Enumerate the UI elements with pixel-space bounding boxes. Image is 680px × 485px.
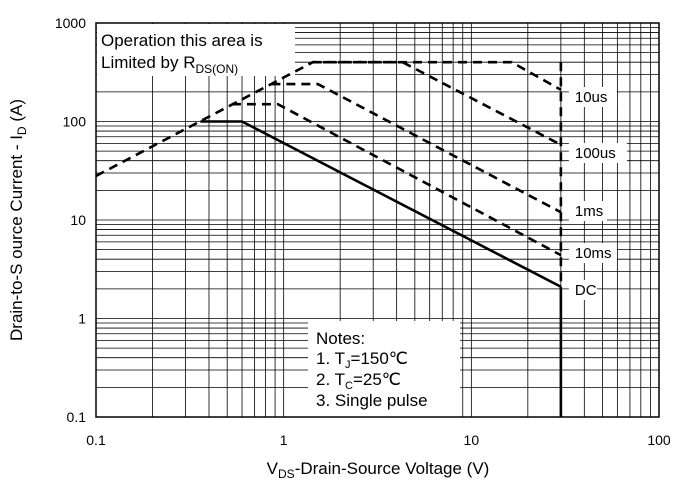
x-tick-label: 10 (464, 432, 480, 448)
series-label-backgrounds (568, 87, 627, 300)
series-label-1ms: 1ms (575, 203, 603, 220)
rds-box-line1: Operation this area is (101, 31, 263, 50)
y-tick-label: 0.1 (67, 409, 87, 425)
x-tick-label: 0.1 (86, 432, 106, 448)
x-axis-label: VDS-Drain-Source Voltage (V) (267, 459, 490, 481)
x-tick-label: 1 (280, 432, 288, 448)
tick-labels: 0.1 1 10 100 0.1 1 10 100 1000 (55, 15, 671, 448)
note-3: 3. Single pulse (316, 391, 428, 410)
series-label-bg (568, 201, 607, 221)
notes-box-bg (308, 321, 460, 417)
series-label-bg (568, 87, 617, 107)
curves (95, 60, 563, 417)
series-label-10us: 10us (575, 89, 608, 106)
y-tick-label: 100 (63, 114, 87, 130)
note-1: 1. TJ=150℃ (316, 349, 408, 371)
rds-box-line2: Limited by RDS(ON) (101, 53, 238, 76)
x-tick-label: 100 (647, 432, 671, 448)
series-label-100us: 100us (575, 145, 616, 162)
y-tick-label: 1000 (55, 15, 86, 31)
series-label-bg (568, 143, 627, 163)
note-2: 2. TC=25℃ (316, 370, 401, 392)
series-line-DC (200, 120, 562, 288)
notes-title: Notes: (316, 329, 365, 348)
y-tick-label: 1 (78, 311, 86, 327)
series-line-10ms (231, 102, 562, 257)
series-label-bg (568, 243, 617, 263)
series-label-DC: DC (575, 282, 597, 299)
y-axis-label: Drain-to-S ource Current - ID (A) (7, 99, 29, 341)
series-label-10ms: 10ms (575, 245, 612, 262)
rds-box-bg (97, 24, 295, 76)
series-label-bg (568, 280, 597, 300)
series-line-10us (95, 60, 562, 178)
series-line-1ms (271, 82, 562, 214)
plot-frame (95, 22, 660, 418)
y-tick-label: 10 (70, 212, 86, 228)
